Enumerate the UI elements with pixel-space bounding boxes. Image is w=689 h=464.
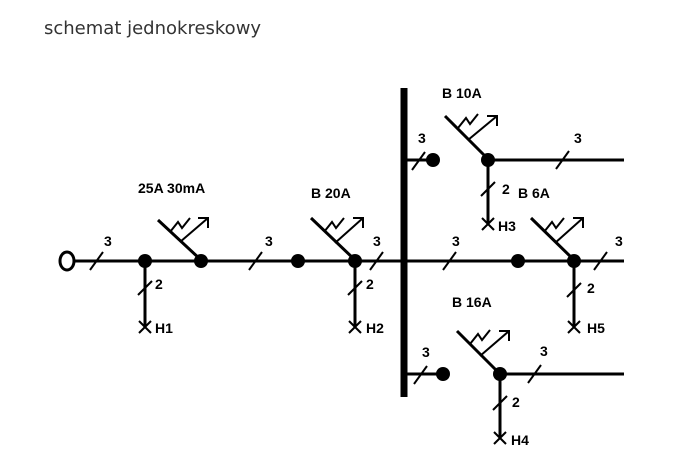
h5-conductor-count: 2 [587,280,595,296]
tap-middle-tick [442,251,457,271]
supply-tick [89,251,104,271]
h4-conductor-count: 2 [512,394,520,410]
breaker-b10a-label: B 10A [442,85,482,101]
supply-terminal [58,250,76,272]
rcd-switch-symbol [156,217,209,262]
junction-dot [436,367,450,381]
breaker-b16a-switch-symbol [455,329,510,375]
h3-receiver-symbol [481,217,495,231]
tap-top-tick [411,151,426,171]
h1-conductor-count: 2 [155,276,163,292]
h4-label: H4 [511,432,529,448]
link-main-busbar-count: 3 [373,233,381,249]
h3-drop-tick [480,181,496,197]
link-main-busbar-tick [369,251,384,271]
h4-drop-tick [492,395,508,411]
h1-receiver-symbol [138,320,152,334]
h5-label: H5 [587,320,605,336]
tap-bottom-count: 3 [422,344,430,360]
breaker-b10a-switch-symbol [443,113,498,161]
supply-conductor-count: 3 [104,233,112,249]
breaker-b16a-label: B 16A [452,294,492,310]
mcb-main-label: B 20A [311,185,351,201]
rcd-contact-dot [194,254,208,268]
b10a-outgoing-tick [555,150,570,170]
link-rcd-main-tick [248,251,263,271]
mcb-main-switch-symbol [309,216,364,262]
h1-label: H1 [155,320,173,336]
h4-receiver-symbol [493,431,507,445]
breaker-b6a-label: B 6A [518,185,550,201]
b16a-outgoing-tick [527,364,542,384]
h1-drop-tick [137,280,153,296]
h5-receiver-symbol [567,320,581,334]
junction-dot [291,254,305,268]
tap-middle-count: 3 [452,233,460,249]
h2-drop-tick [347,280,363,296]
breaker-b6a-switch-symbol [529,216,584,262]
junction-dot [426,153,440,167]
link-rcd-main-count: 3 [265,233,273,249]
rcd-label: 25A 30mA [138,180,205,196]
tap-top-count: 3 [418,130,426,146]
b6a-outgoing-count: 3 [615,233,623,249]
tap-bottom-tick [413,365,428,385]
junction-dot [511,254,525,268]
b10a-outgoing-count: 3 [574,130,582,146]
h2-receiver-symbol [348,320,362,334]
h2-label: H2 [366,320,384,336]
h3-conductor-count: 2 [502,181,510,197]
h5-drop-tick [566,282,582,298]
page-title: schemat jednokreskowy [44,18,262,39]
h3-label: H3 [498,218,516,234]
b16a-outgoing-count: 3 [540,343,548,359]
h2-conductor-count: 2 [366,276,374,292]
b6a-outgoing-tick [593,251,608,271]
